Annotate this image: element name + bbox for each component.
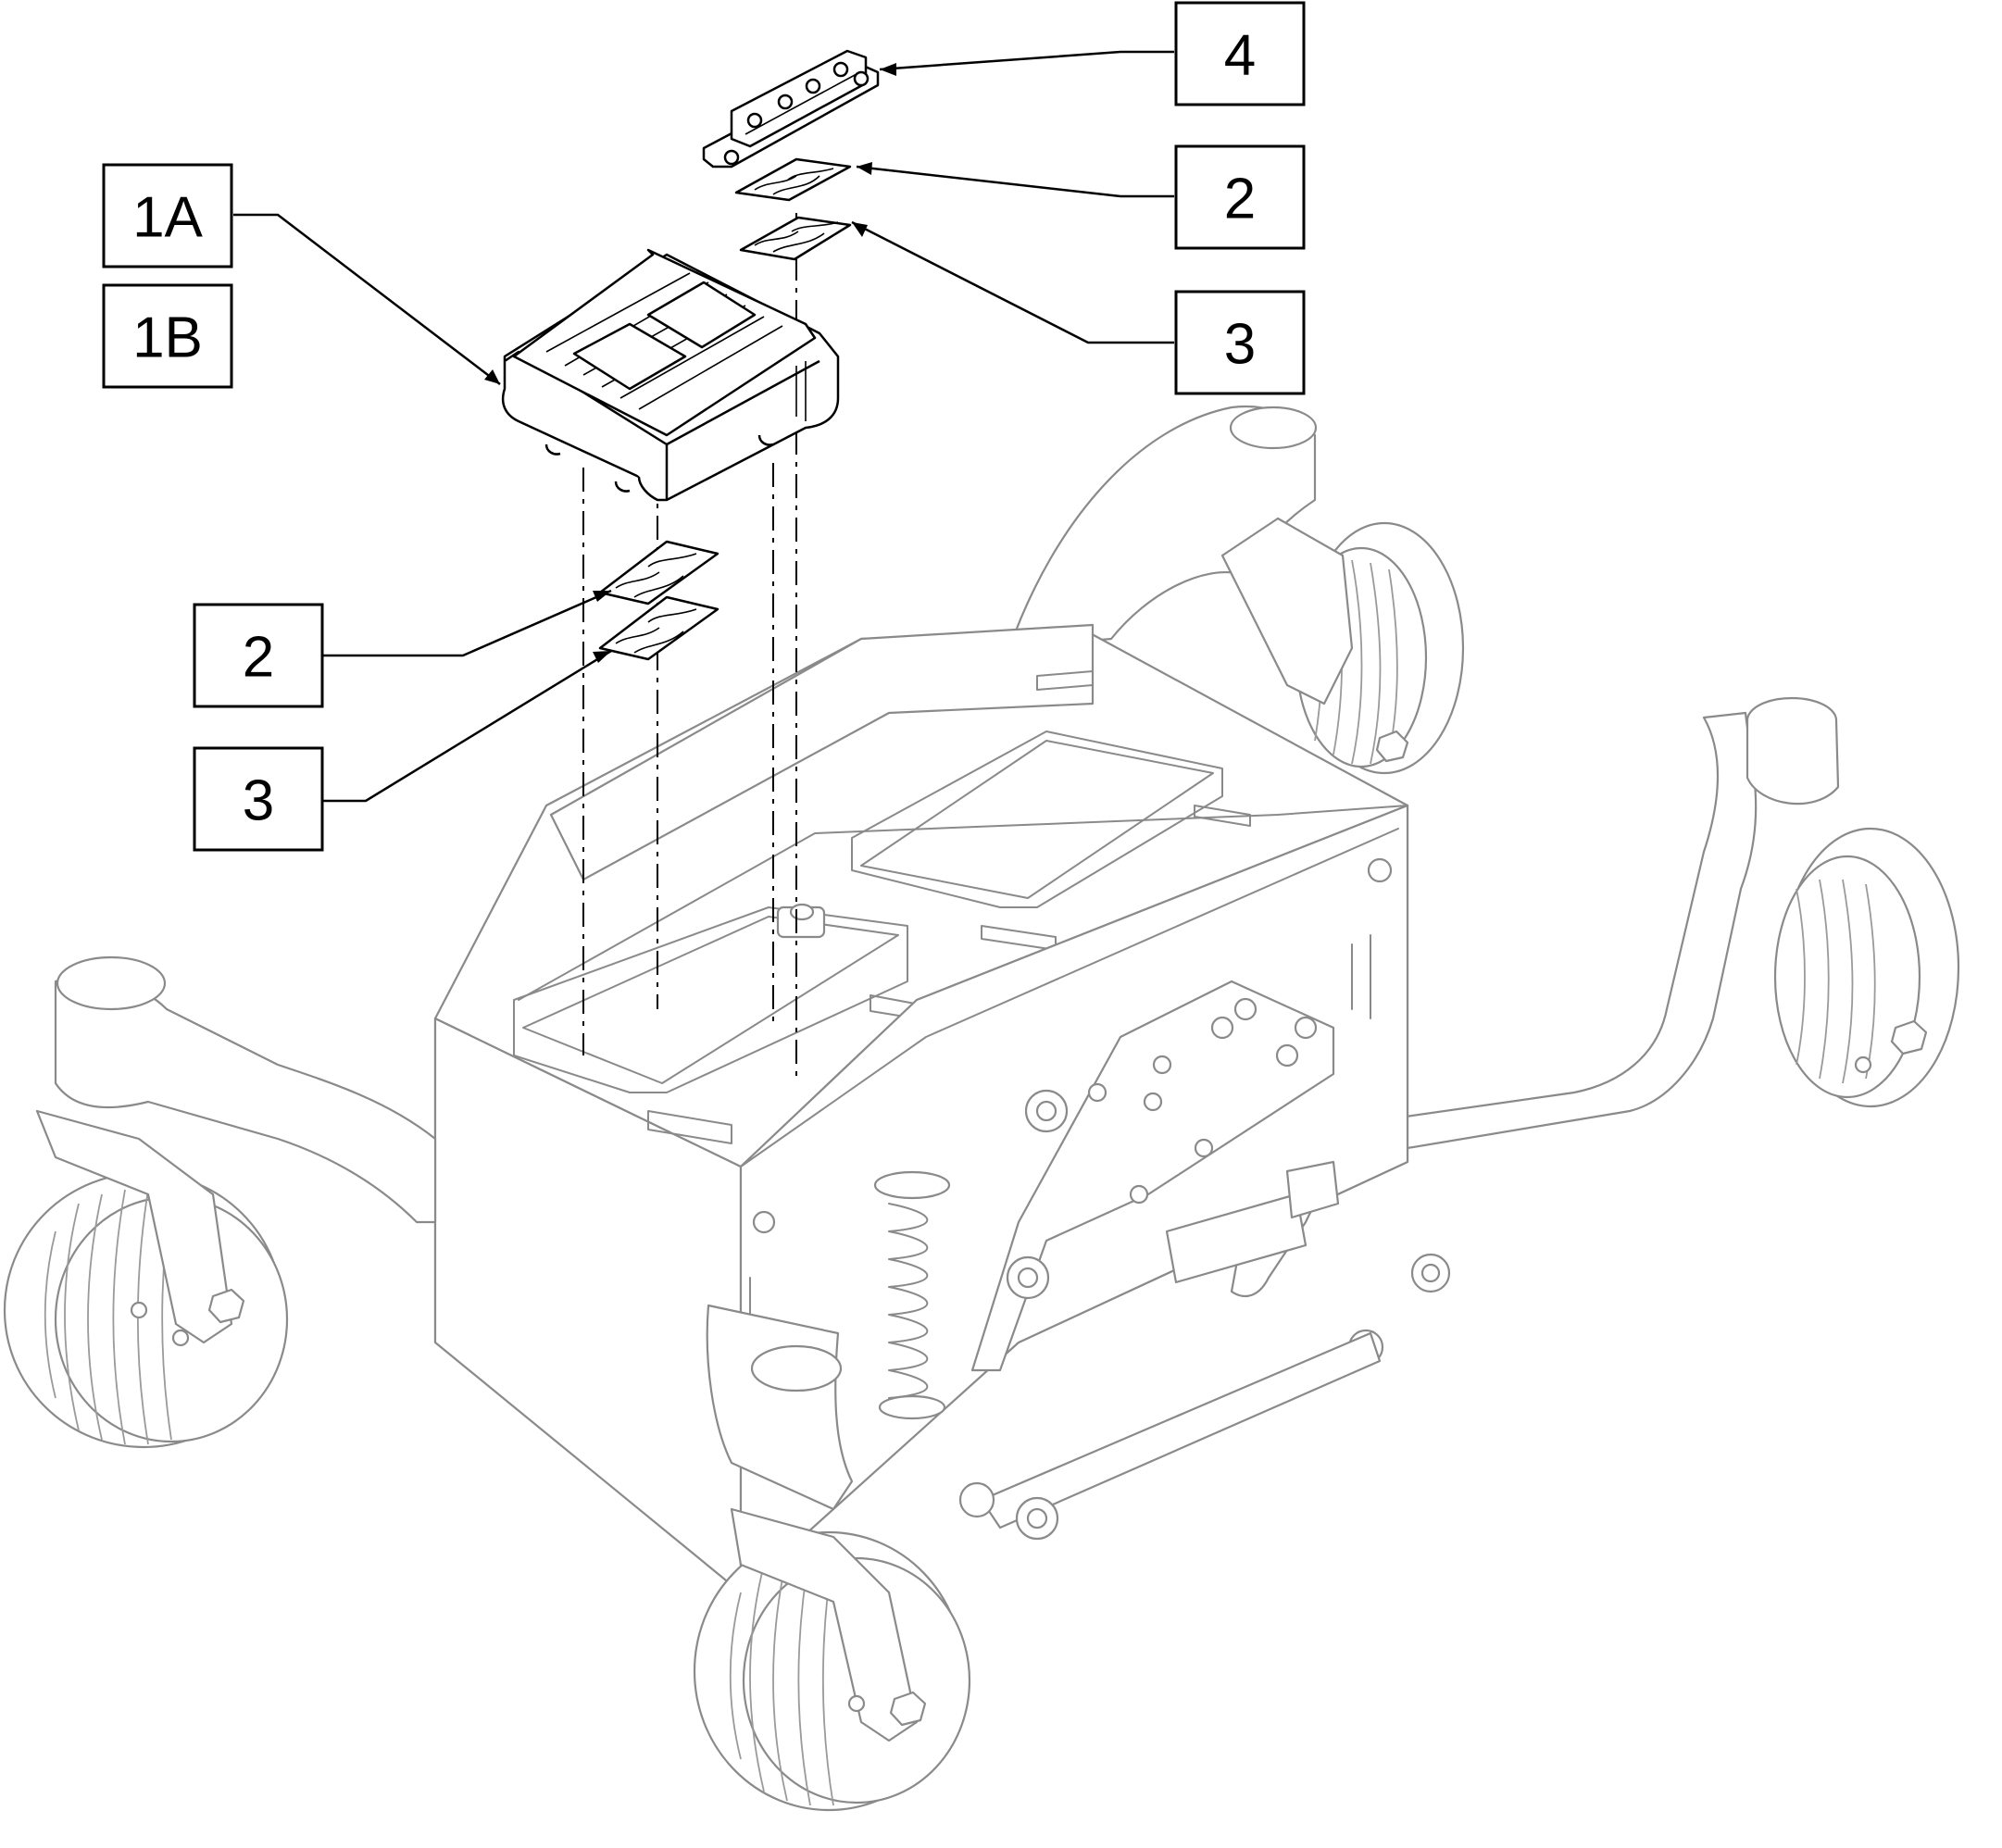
- callout-label: 4: [1224, 24, 1256, 88]
- callout-label: 2: [1224, 168, 1256, 231]
- controller-module: [501, 248, 840, 502]
- pad-3-bottom: [598, 595, 719, 661]
- rear-right-caster: [1007, 406, 1465, 775]
- pad-2-top: [734, 157, 852, 202]
- left-caster: [3, 955, 437, 1449]
- connector-bar: [702, 49, 880, 169]
- wheelchair-base: [3, 406, 1960, 1812]
- callout-3-top: 3: [1174, 290, 1306, 395]
- leader-lines: [233, 50, 1174, 803]
- callout-3-bottom: 3: [193, 746, 324, 852]
- callout-label: 1A: [132, 186, 203, 250]
- callout-1B: 1B: [102, 283, 233, 389]
- callout-label: 3: [243, 769, 274, 833]
- pad-2-bottom: [598, 540, 719, 606]
- suspension-linkage: [873, 980, 1451, 1541]
- callout-4: 4: [1174, 1, 1306, 106]
- callout-label: 2: [243, 626, 274, 690]
- pad-3-top: [739, 216, 852, 261]
- callout-label: 3: [1224, 313, 1256, 377]
- callout-2-top: 2: [1174, 144, 1306, 250]
- callout-1A: 1A: [102, 163, 233, 268]
- callout-2-bottom: 2: [193, 603, 324, 708]
- callout-label: 1B: [132, 306, 203, 370]
- front-caster: [693, 1304, 971, 1812]
